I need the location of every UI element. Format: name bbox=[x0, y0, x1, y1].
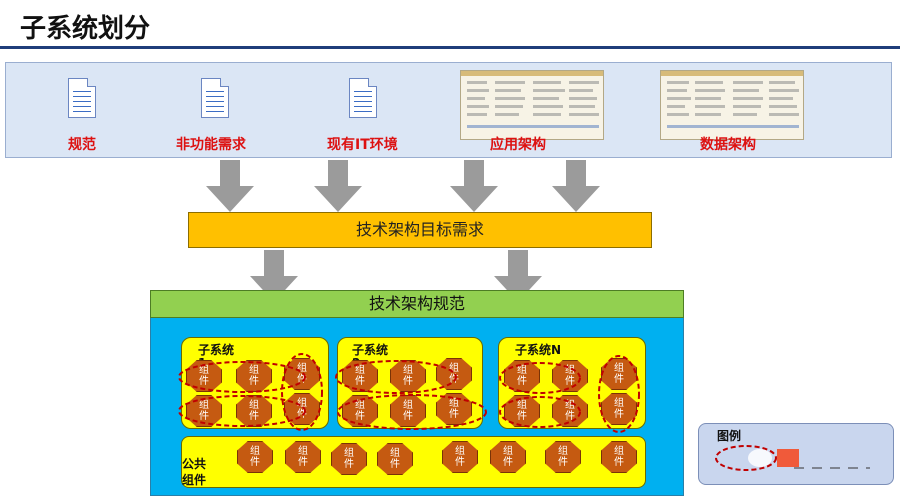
down-arrow-icon bbox=[206, 160, 254, 212]
input-label-spec: 规范 bbox=[68, 137, 96, 153]
input-label-it-environment: 现有IT环境 bbox=[327, 137, 398, 153]
down-arrow-icon bbox=[494, 250, 542, 302]
component-block: 组件 bbox=[601, 358, 637, 390]
down-arrow-icon bbox=[552, 160, 600, 212]
public-components-label: 组件 bbox=[182, 473, 207, 487]
architecture-diagram-thumbnail bbox=[460, 70, 604, 140]
down-arrow-icon bbox=[450, 160, 498, 212]
legend-title: 图例 bbox=[717, 429, 742, 443]
document-icon bbox=[68, 78, 96, 118]
tech-spec-header: 技术架构规范 bbox=[150, 290, 684, 318]
subsystem-label: 子系统N bbox=[515, 343, 562, 357]
component-block: 组件 bbox=[237, 441, 273, 473]
component-block: 组件 bbox=[377, 443, 413, 475]
subsystem-label: 子系统 bbox=[352, 343, 389, 357]
document-icon bbox=[201, 78, 229, 118]
document-icon bbox=[349, 78, 377, 118]
input-label-data-architecture: 数据架构 bbox=[700, 137, 756, 153]
legend-swatch bbox=[777, 449, 799, 467]
architecture-diagram-thumbnail bbox=[660, 70, 804, 140]
component-block: 组件 bbox=[490, 441, 526, 473]
down-arrow-icon bbox=[314, 160, 362, 212]
title-underline bbox=[0, 46, 900, 49]
component-block: 组件 bbox=[601, 393, 637, 425]
input-label-nonfunctional: 非功能需求 bbox=[176, 137, 246, 153]
input-label-app-architecture: 应用架构 bbox=[490, 137, 546, 153]
component-block: 组件 bbox=[545, 441, 581, 473]
component-block: 组件 bbox=[552, 395, 588, 427]
component-block: 组件 bbox=[552, 360, 588, 392]
legend-grouping-outline bbox=[715, 445, 870, 471]
component-block: 组件 bbox=[331, 443, 367, 475]
component-block: 组件 bbox=[601, 441, 637, 473]
page-title: 子系统划分 bbox=[20, 14, 151, 44]
target-requirements-bar: 技术架构目标需求 bbox=[188, 212, 652, 248]
subsystem-label: 子系统 bbox=[198, 343, 235, 357]
down-arrow-icon bbox=[250, 250, 298, 302]
component-block: 组件 bbox=[285, 441, 321, 473]
component-block: 组件 bbox=[442, 441, 478, 473]
public-components-label: 公共 bbox=[182, 457, 207, 471]
